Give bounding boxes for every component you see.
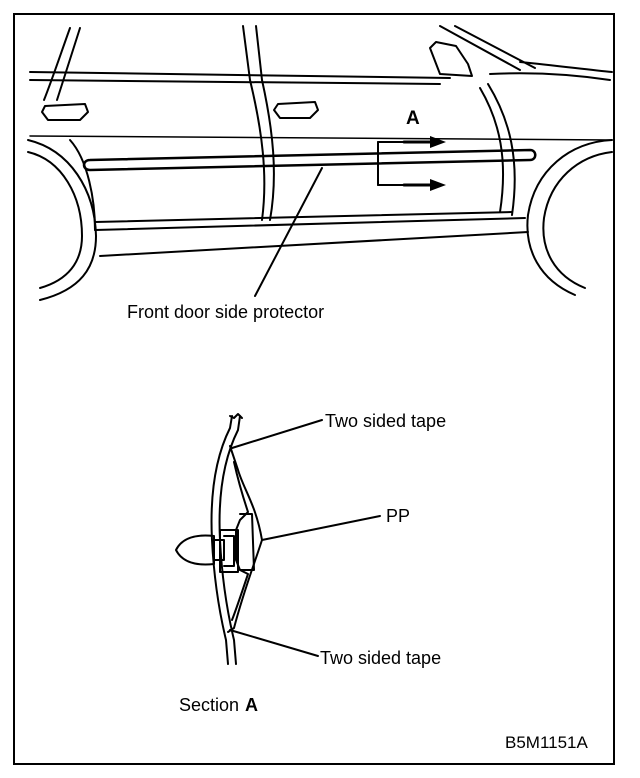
panel-top-notch (229, 413, 243, 419)
character-line (29, 135, 613, 141)
pp-label: PP (386, 506, 410, 526)
belt-line-upper (29, 71, 451, 79)
windshield-line (439, 25, 521, 71)
b-pillar (242, 25, 251, 81)
side-mirror (429, 41, 473, 77)
section-caption-letter: A (245, 695, 258, 715)
protector-label: Front door side protector (127, 302, 324, 322)
arrowhead-lower (430, 179, 446, 191)
rocker-bottom (99, 231, 529, 257)
rocker-top (94, 217, 526, 231)
rear-window-pillar (43, 27, 71, 101)
figure-code: B5M1151A (505, 733, 589, 752)
b-pillar-2 (255, 25, 263, 81)
rear-door-front-edge (249, 79, 266, 221)
rear-quarter-lower (69, 139, 96, 231)
tape-upper-label: Two sided tape (325, 411, 446, 431)
protector-leader-line (254, 167, 323, 297)
hood-line (489, 72, 611, 81)
tape-lower-leader (229, 629, 319, 657)
rear-door-handle (41, 103, 89, 121)
windshield-line-2 (454, 25, 536, 69)
rear-wheel-arch-inner (27, 151, 83, 289)
front-wheel-arch-inner (542, 151, 613, 289)
section-a-marker (377, 140, 432, 187)
clip-anchor-inner (223, 535, 235, 567)
front-door-rear-edge (261, 79, 275, 221)
front-door-handle (273, 101, 319, 119)
protector-channel (239, 513, 255, 571)
car-body (27, 25, 613, 301)
hood-line-2 (519, 61, 613, 73)
tape-lower-label: Two sided tape (320, 648, 441, 668)
door-panel-outer (210, 415, 233, 665)
front-wheel-arch (526, 139, 613, 296)
clip-head (175, 534, 215, 566)
tape-upper-leader (231, 419, 323, 449)
pp-leader (261, 515, 381, 541)
door-bottom (94, 211, 513, 223)
belt-line-lower (29, 79, 441, 85)
front-door-leading-edge (487, 83, 516, 216)
rear-wheel-arch (27, 139, 97, 301)
section-caption: Section A (179, 695, 258, 715)
section-caption-prefix: Section (179, 695, 239, 715)
front-door-leading-edge-2 (479, 87, 505, 213)
protector-body-inner (231, 461, 249, 621)
section-a-detail (175, 413, 381, 665)
front-door-side-protector (82, 148, 537, 172)
section-a-arrow-label: A (406, 108, 420, 129)
rear-window-pillar-inner (56, 27, 81, 101)
arrowhead-upper (430, 136, 446, 148)
clip-anchor (219, 529, 239, 573)
